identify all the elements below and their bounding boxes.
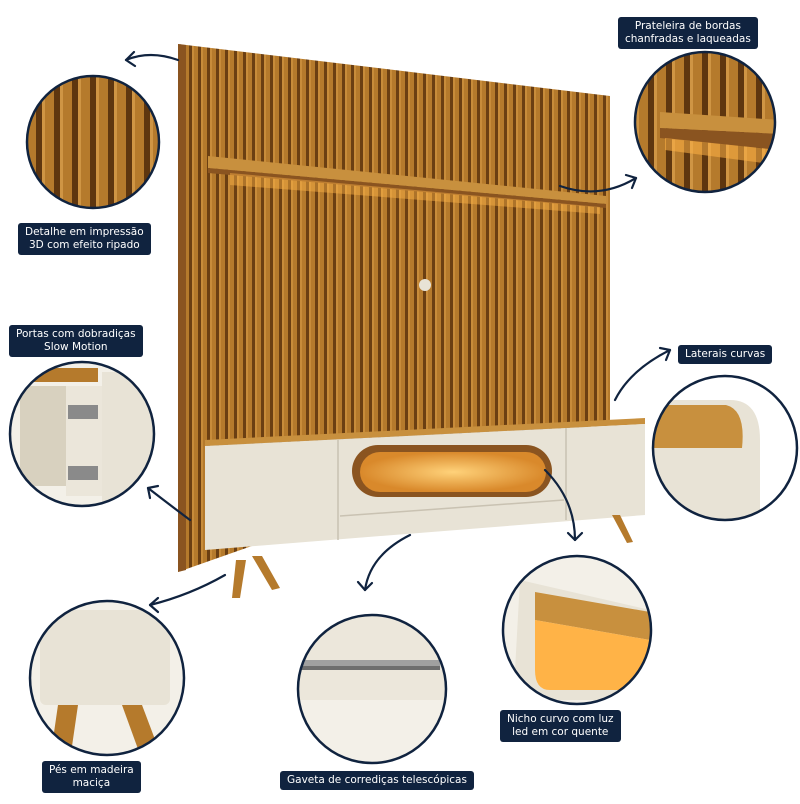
label-line: Portas com dobradiças (16, 328, 136, 340)
label-line: led em cor quente (512, 726, 609, 738)
detail-circle-slats (25, 74, 161, 210)
label-niche: Nicho curvo com luz led em cor quente (500, 710, 621, 742)
label-line: Nicho curvo com luz (507, 713, 614, 725)
detail-circle-niche (501, 554, 653, 706)
label-shelf: Prateleira de bordas chanfradas e laquea… (618, 17, 758, 49)
label-drawer: Gaveta de corrediças telescópicas (280, 771, 474, 790)
label-sides: Laterais curvas (678, 345, 773, 364)
label-doors: Portas com dobradiças Slow Motion (9, 325, 143, 357)
detail-circle-hinges (8, 360, 156, 508)
detail-circle-drawer (296, 613, 448, 765)
label-line: Detalhe em impressão (25, 226, 144, 238)
label-line: Slow Motion (44, 341, 108, 353)
label-feet: Pés em madeira maciça (42, 761, 141, 793)
label-panel-detail: Detalhe em impressão 3D com efeito ripad… (18, 223, 151, 255)
label-line: Prateleira de bordas (634, 20, 741, 32)
detail-circle-sides (651, 374, 799, 522)
label-line: 3D com efeito ripado (28, 239, 140, 251)
detail-circle-shelf (633, 50, 777, 194)
tv-rack (205, 418, 645, 598)
label-line: Gaveta de corrediças telescópicas (287, 774, 467, 786)
label-line: chanfradas e laqueadas (625, 33, 751, 45)
label-line: Laterais curvas (685, 348, 766, 360)
callout-arrows (124, 50, 672, 614)
label-line: Pés em madeira (49, 764, 134, 776)
detail-circle-feet (28, 599, 186, 757)
label-line: maciça (72, 777, 111, 789)
